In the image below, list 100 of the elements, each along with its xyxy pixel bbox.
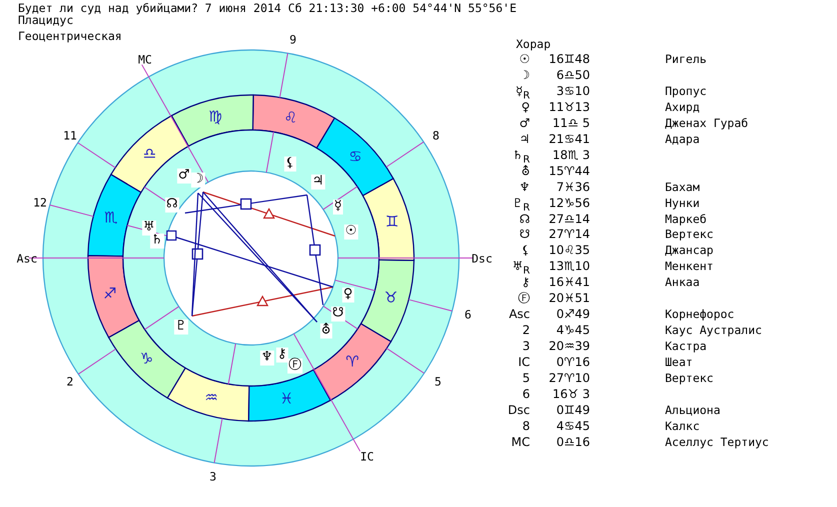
table-cell-text: 16♊48 (548, 53, 590, 67)
house-number: 9 (290, 33, 296, 47)
planet-glyph: ♆ (260, 350, 274, 366)
zodiac-sign-glyph: ♐ (103, 285, 117, 302)
table-cell: Каус Аустралис (665, 324, 762, 338)
table-cell-text: 16♉ 3 (552, 388, 590, 402)
house-number: 2 (66, 375, 74, 389)
angle-label: Asc (16, 252, 38, 266)
table-cell-text: Asc (508, 308, 530, 322)
planet-glyph: ♇ (174, 320, 188, 334)
table-cell: Ригель (665, 53, 707, 66)
angle-label: MC (138, 53, 152, 67)
table-cell-text: ⛢ (520, 164, 530, 178)
table-cell-text: 2 (521, 324, 530, 338)
house-number: 11 (63, 129, 77, 143)
zodiac-sign-glyph: ♋ (348, 148, 362, 166)
table-cell-text: 27♈14 (548, 228, 590, 242)
table-cell: Маркеб (665, 212, 707, 226)
zodiac-sign-glyph: ♎ (142, 145, 156, 162)
zodiac-sign-glyph: ♑ (140, 350, 154, 368)
table-cell-text: 0♈16 (555, 356, 590, 370)
house-number: 12 (33, 196, 47, 210)
planet-glyph: ☽ (191, 172, 205, 188)
table-cell: Корнефорос (665, 308, 734, 322)
table-cell-text: ♆ (518, 180, 530, 194)
table-cell-text: 27♈10 (548, 372, 590, 386)
table-cell: Вертекс (665, 228, 714, 242)
table-cell: Нунки (665, 196, 700, 210)
table-cell-text: 10♌35 (548, 244, 590, 258)
table-cell-text: 11♉13 (548, 100, 590, 115)
table-cell: Адара (665, 132, 700, 146)
table-cell-text: 15♈44 (548, 164, 590, 178)
planet-glyph: ♀ (342, 288, 354, 302)
subtitle: Плацидус (18, 14, 74, 28)
table-cell-text: 5 (521, 372, 530, 386)
planet-glyph: ☿ (333, 200, 343, 214)
planet-glyph: ⛢ (320, 324, 332, 338)
planet-glyph: ☋ (331, 306, 345, 322)
table-cell-text: ♂ (518, 116, 530, 131)
table-cell: Шеат (665, 356, 693, 370)
table-cell-text: 18♏ 3 (552, 148, 590, 162)
table-cell-text: ☉ (518, 53, 530, 67)
planet-glyph: ♃ (311, 174, 325, 190)
table-cell: Калкс (665, 420, 700, 434)
planet-glyph: ☉ (344, 224, 358, 240)
table-cell-text: 0♐49 (555, 308, 590, 322)
planet-glyph: ♅ (142, 220, 156, 236)
angle-label: IC (360, 450, 374, 464)
planet-glyph: ⚷ (276, 348, 288, 362)
table-cell-text: 27♎14 (548, 212, 590, 226)
table-cell-text: 6♎50 (555, 68, 590, 83)
angle-label: Dsc (472, 252, 492, 266)
zodiac-sign-glyph: ♉ (384, 289, 398, 306)
table-cell-text: ☽ (518, 68, 530, 83)
table-cell-text: 12♑56 (548, 196, 590, 210)
table-cell-text: ⚸ (520, 244, 530, 258)
table-cell-text: Ⓕ (517, 292, 530, 306)
table-cell-text: IC (517, 356, 530, 370)
table-cell-text: ♄$_{R}$ (511, 148, 530, 166)
table-cell-text: 4♋45 (555, 420, 590, 434)
table-cell-text: ♅$_{R}$ (511, 260, 530, 278)
table-cell-text: Dsc (506, 404, 530, 418)
table-cell-text: 6 (521, 388, 530, 402)
chart-title: Будет ли суд над убийцами? 7 июня 2014 Сб 21:13:30 +6:00 54°44'N 55°56'E (18, 2, 516, 16)
table-cell-text: 20♓51 (548, 292, 590, 306)
table-cell-text: 8 (521, 420, 530, 434)
zodiac-sign-glyph: ♒ (204, 389, 218, 407)
planet-glyph: ♂ (177, 168, 191, 184)
table-cell: Анкаа (665, 276, 700, 290)
zodiac-sign-glyph: ♈ (346, 354, 360, 371)
table-cell: Вертекс (665, 372, 714, 386)
house-number: 6 (464, 308, 472, 322)
table-cell: Бахам (665, 180, 700, 194)
table-cell-text: ♀ (520, 100, 530, 115)
table-cell-text: 20♒39 (548, 340, 590, 354)
table-cell-text: 0♊49 (555, 404, 590, 418)
table-cell-text: 3 (521, 340, 530, 354)
table-heading: Хорар (516, 38, 551, 52)
table-cell: Джансар (665, 244, 714, 258)
table-cell-text: 3♋10 (555, 84, 590, 99)
table-cell-text: ☊ (518, 212, 530, 226)
table-cell-text: ☋ (518, 228, 530, 242)
planet-glyph: ☊ (165, 198, 179, 212)
house-number: 8 (432, 129, 440, 143)
table-cell: Альциона (665, 404, 720, 418)
table-cell: Дженах Гураб (665, 116, 748, 130)
table-cell-text: ♇$_{R}$ (511, 196, 530, 214)
table-cell-text: 0♎16 (555, 436, 590, 450)
planet-glyph: Ⓕ (288, 358, 302, 374)
table-cell: Кастра (665, 340, 707, 354)
subtitle: Геоцентрическая (18, 30, 122, 44)
table-cell: Аселлус Тертиус (665, 436, 769, 450)
zodiac-sign-glyph: ♏ (104, 210, 118, 227)
table-cell-text: MC (510, 436, 530, 450)
table-cell-text: 16♓41 (548, 276, 590, 290)
table-cell-text: ⚷ (520, 276, 530, 290)
planet-glyph: ♄ (150, 234, 164, 248)
zodiac-sign-glyph: ♌ (284, 109, 298, 127)
table-cell-text: 11♎ 5 (552, 116, 590, 131)
table-cell: Менкент (665, 260, 714, 274)
